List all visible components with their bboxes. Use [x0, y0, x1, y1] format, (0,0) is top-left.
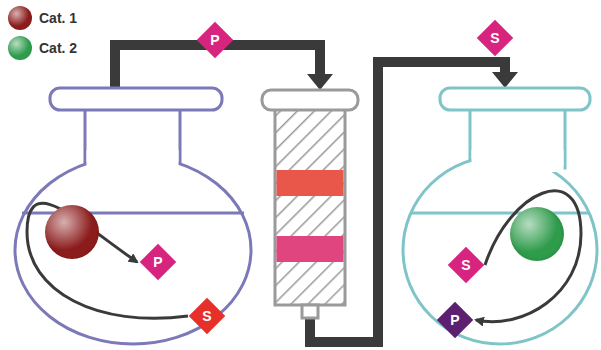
reaction-arrow [476, 191, 581, 322]
species-diamond: P [436, 301, 474, 339]
reaction-arrow [27, 203, 188, 318]
species-label: P [153, 255, 162, 269]
species-diamond: S [476, 19, 514, 57]
legend-swatch [8, 36, 32, 60]
catalyst-sphere [510, 207, 564, 261]
left-flask [15, 88, 251, 344]
legend-swatch [8, 6, 32, 30]
pipe-arrowhead [492, 72, 518, 88]
species-diamond: S [447, 246, 485, 284]
species-label: P [450, 313, 459, 327]
species-label: S [461, 258, 470, 272]
species-diamond: P [139, 243, 177, 281]
legend-label: Cat. 2 [39, 40, 77, 56]
species-label: S [490, 31, 499, 45]
legend-entry: Cat. 1 [8, 6, 77, 30]
legend-entry: Cat. 2 [8, 36, 77, 60]
legend-label: Cat. 1 [39, 10, 77, 26]
species-diamond: P [196, 21, 234, 59]
species-diamond: S [188, 297, 226, 335]
right-flask [403, 88, 597, 344]
species-label: P [210, 33, 219, 47]
pipe-arrowhead [307, 74, 333, 90]
catalyst-sphere [45, 205, 99, 259]
chromatography-column [262, 90, 358, 318]
species-label: S [202, 309, 211, 323]
